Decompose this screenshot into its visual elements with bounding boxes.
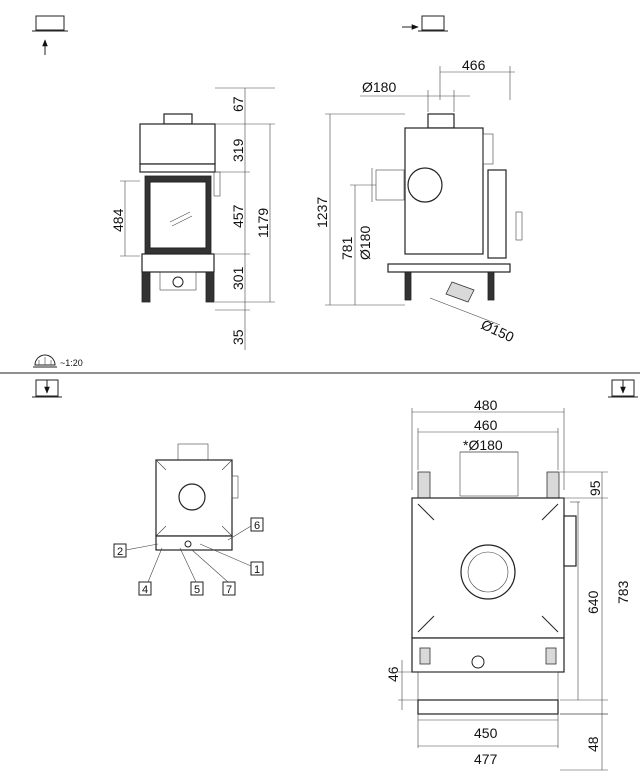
dim-783: 783 bbox=[615, 580, 631, 604]
dim-457: 457 bbox=[230, 204, 246, 228]
view-symbol-side bbox=[402, 15, 448, 32]
dim-dia180-left: Ø180 bbox=[357, 226, 373, 260]
dim-466: 466 bbox=[462, 57, 486, 73]
side-view bbox=[375, 113, 523, 303]
dim-484: 484 bbox=[110, 208, 126, 232]
dim-dia150: Ø150 bbox=[479, 316, 517, 345]
callout-2: 2 bbox=[117, 546, 123, 558]
dim-781: 781 bbox=[339, 236, 355, 260]
dim-480: 480 bbox=[474, 397, 498, 413]
dim-1237: 1237 bbox=[314, 197, 330, 228]
dim-460: 460 bbox=[474, 417, 498, 433]
callout-4: 5 bbox=[194, 584, 200, 596]
dim-48: 48 bbox=[585, 736, 601, 752]
callout-6: 6 bbox=[254, 520, 260, 532]
top-view-large bbox=[411, 451, 577, 715]
callout-7: 7 bbox=[226, 584, 232, 596]
dim-46: 46 bbox=[385, 666, 401, 682]
dim-dia180-top: Ø180 bbox=[362, 79, 396, 95]
top-view-small bbox=[155, 443, 239, 551]
dim-35: 35 bbox=[230, 329, 246, 345]
dim-67: 67 bbox=[230, 96, 246, 112]
dim-dia180-star: *Ø180 bbox=[463, 437, 503, 453]
dim-95: 95 bbox=[587, 480, 603, 496]
callout-5: 4 bbox=[142, 584, 148, 596]
view-symbol-front bbox=[32, 15, 68, 55]
scale-indicator: ~1:20 bbox=[33, 354, 83, 368]
view-symbol-top-left bbox=[32, 379, 62, 398]
top-view-large-dimensions: 480 460 *Ø180 95 640 783 46 450 477 48 bbox=[385, 397, 631, 771]
callout-1: 1 bbox=[254, 564, 260, 576]
dim-450: 450 bbox=[474, 725, 498, 741]
top-view-small-callouts: 2 6 1 4 5 7 bbox=[113, 517, 264, 596]
dim-301: 301 bbox=[230, 266, 246, 290]
view-symbol-top-right bbox=[608, 379, 638, 398]
front-view bbox=[139, 113, 221, 303]
dim-477: 477 bbox=[474, 751, 498, 767]
front-view-dimensions: 67 319 457 301 35 1179 484 bbox=[110, 87, 275, 350]
dim-1179: 1179 bbox=[255, 208, 271, 238]
scale-text: ~1:20 bbox=[60, 358, 83, 368]
dim-640: 640 bbox=[585, 590, 601, 614]
dim-319: 319 bbox=[230, 138, 246, 162]
